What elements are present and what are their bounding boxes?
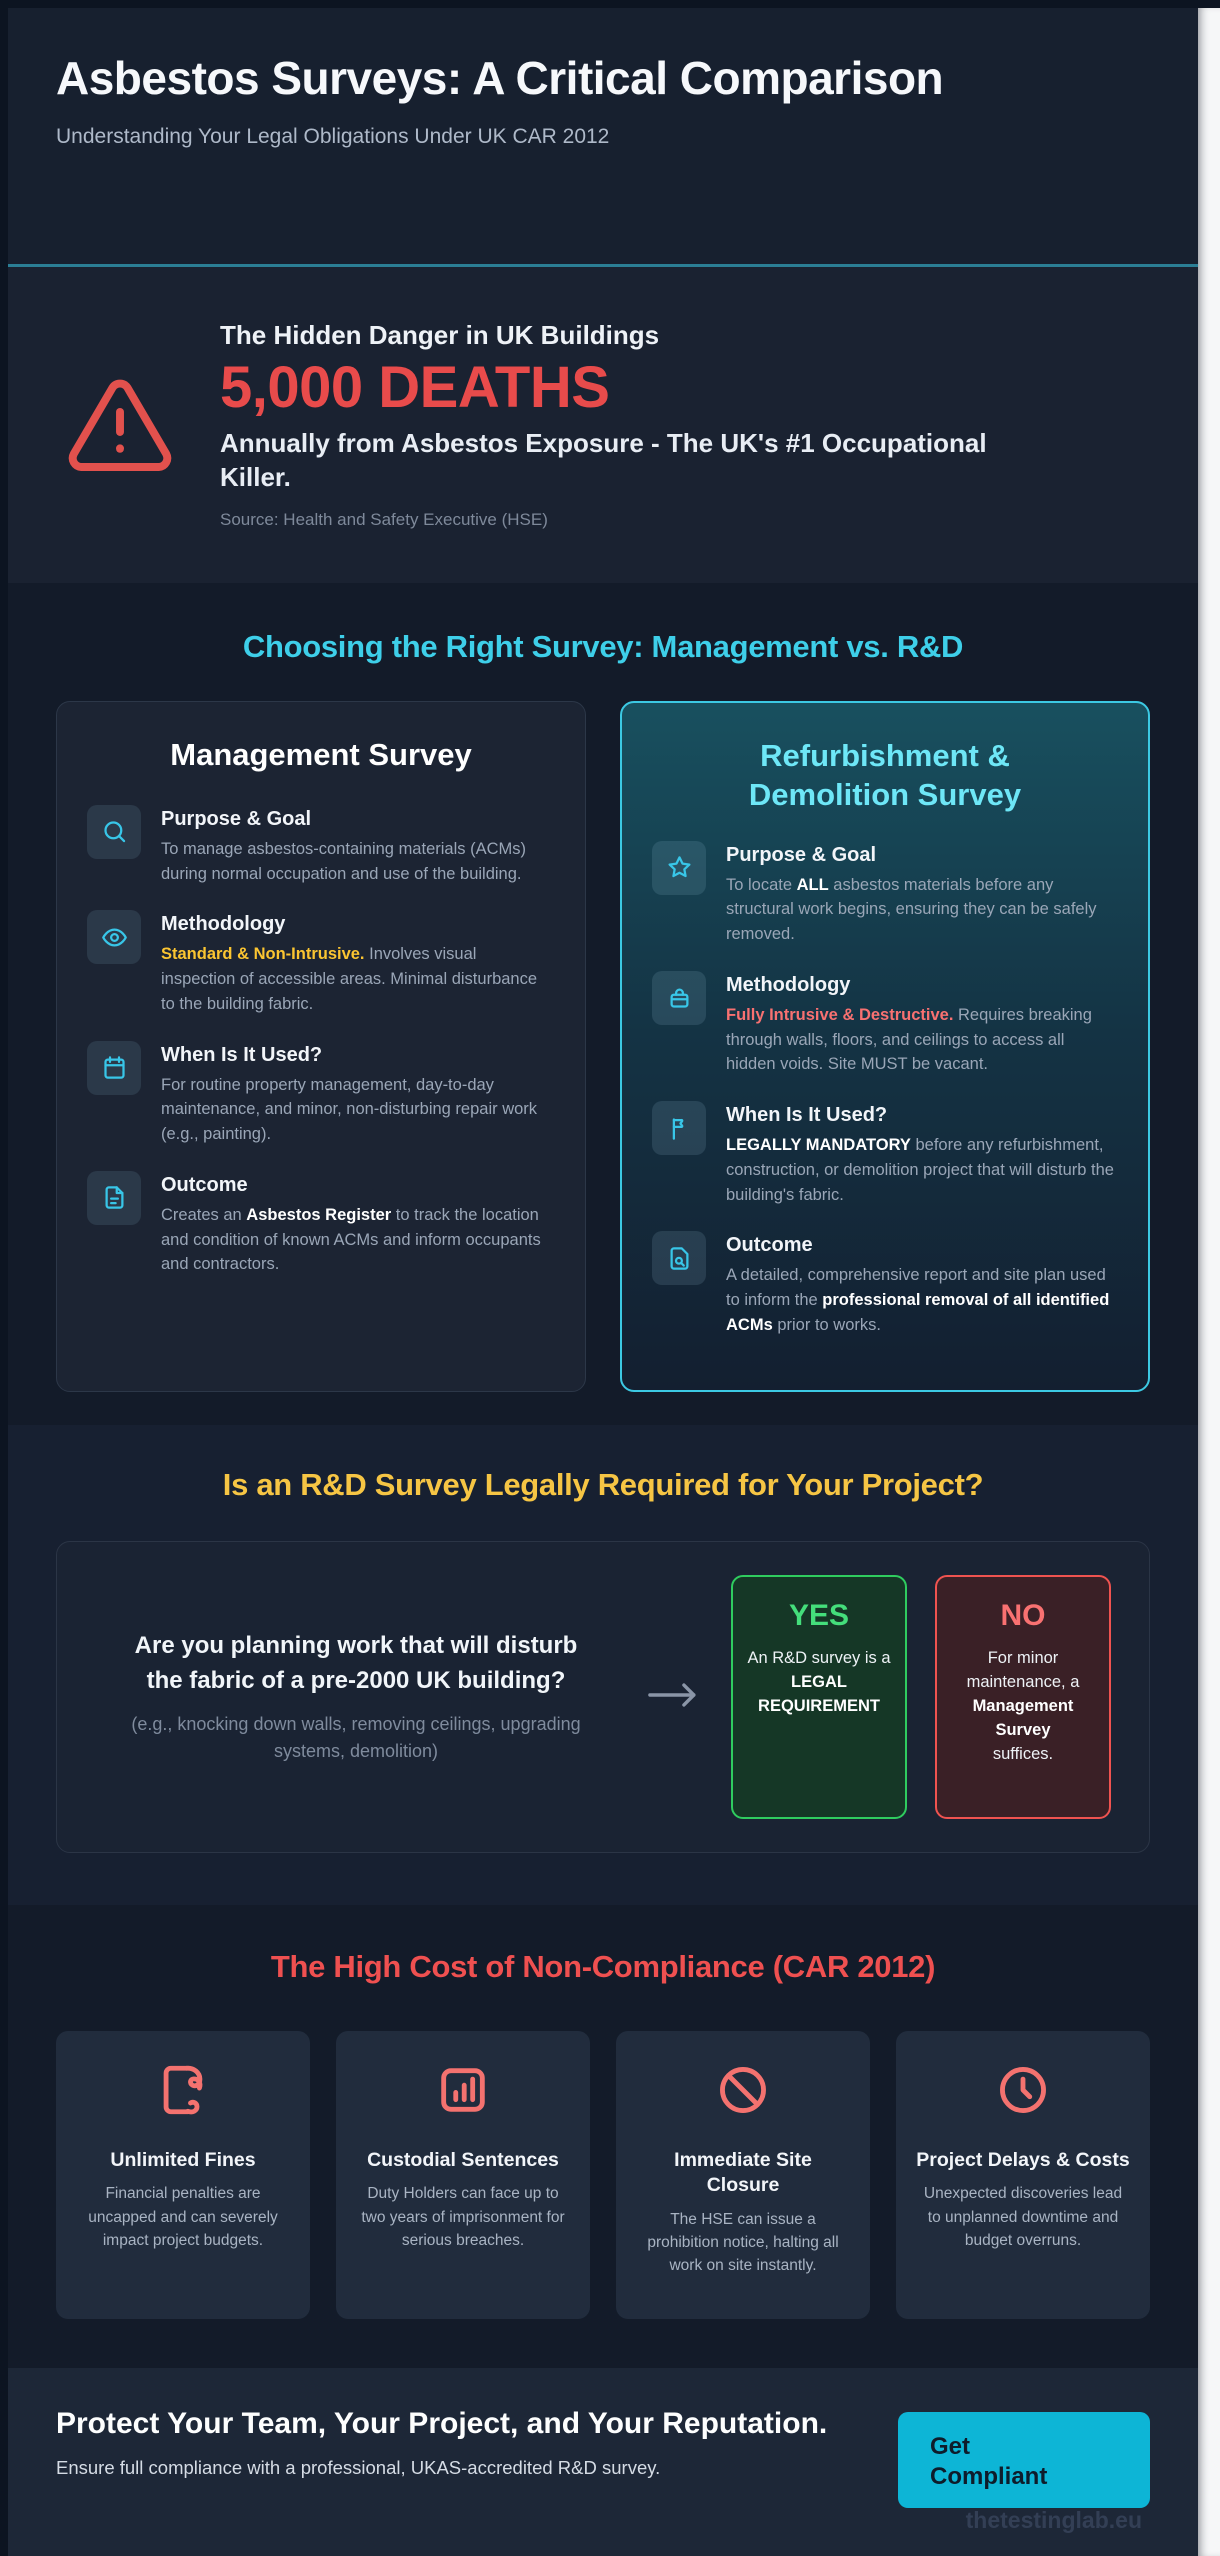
danger-stat: 5,000 DEATHS (220, 354, 610, 420)
yes-label: YES (788, 1599, 850, 1632)
clock-icon (916, 2061, 1130, 2124)
compliance-heading: The High Cost of Non-Compliance (CAR 201… (270, 1949, 936, 1984)
document-search-icon (652, 1231, 706, 1286)
no-outcome-card: NO For minor maintenance, a Management S… (935, 1575, 1111, 1819)
item-body: To manage asbestos-containing materials … (161, 839, 526, 883)
decision-box: Are you planning work that will disturb … (56, 1541, 1150, 1853)
no-body: For minor maintenance, a Management Surv… (966, 1649, 1080, 1763)
eye-icon (87, 910, 141, 965)
penalty-title: Unlimited Fines (110, 2149, 256, 2171)
item-body: A detailed, comprehensive report and sit… (726, 1266, 1110, 1334)
danger-source: Source: Health and Safety Executive (HSE… (220, 510, 548, 530)
danger-description: Annually from Asbestos Exposure - The UK… (220, 427, 987, 492)
item-body: For routine property management, day-to-… (161, 1075, 538, 1144)
page-background (1198, 8, 1220, 2556)
rd-card-title: Refurbishment & Demolition Survey (748, 738, 1022, 812)
page-top-edge (0, 0, 1220, 8)
management-item-when: When Is It Used? For routine property ma… (87, 1040, 555, 1147)
header: Asbestos Surveys: A Critical Comparison … (8, 8, 1198, 267)
item-body: LEGALLY MANDATORY before any refurbishme… (726, 1136, 1114, 1204)
page-title: Asbestos Surveys: A Critical Comparison (56, 52, 944, 104)
penalty-body: Financial penalties are uncapped and can… (88, 2185, 278, 2249)
management-item-purpose: Purpose & Goal To manage asbestos-contai… (87, 804, 555, 887)
calendar-icon (87, 1040, 141, 1095)
no-label: NO (1000, 1599, 1046, 1632)
management-card-title: Management Survey (170, 737, 472, 772)
footer-title: Protect Your Team, Your Project, and You… (56, 2407, 828, 2440)
decision-section: Is an R&D Survey Legally Required for Yo… (8, 1425, 1198, 1905)
flag-icon (652, 1101, 706, 1155)
toolbox-icon (652, 970, 706, 1025)
management-survey-card: Management Survey Purpose & Goal To mana… (56, 701, 586, 1392)
rd-survey-card: Refurbishment & Demolition Survey Purpos… (620, 701, 1150, 1392)
rd-item-outcome: Outcome A detailed, comprehensive report… (652, 1231, 1118, 1337)
watermark: thetestinglab.eu (965, 2507, 1142, 2533)
item-title: Methodology (161, 913, 286, 936)
right-arrow-icon (645, 1678, 703, 1717)
item-body: Creates an Asbestos Register to track th… (161, 1205, 541, 1274)
comparison-heading: Choosing the Right Survey: Management vs… (242, 629, 964, 664)
yes-body: An R&D survey is a LEGAL REQUIREMENT (747, 1649, 891, 1715)
rd-item-when: When Is It Used? LEGALLY MANDATORY befor… (652, 1101, 1118, 1207)
penalty-card-fines: Unlimited Fines Financial penalties are … (56, 2031, 310, 2319)
decision-question: Are you planning work that will disturb … (95, 1629, 617, 1765)
item-title: Purpose & Goal (161, 807, 312, 830)
penalty-card-closure: Immediate Site Closure The HSE can issue… (616, 2031, 870, 2319)
search-icon (87, 804, 141, 859)
star-icon (652, 840, 706, 895)
question-main: Are you planning work that will disturb … (134, 1632, 578, 1694)
penalty-card-custodial: Custodial Sentences Duty Holders can fac… (336, 2031, 590, 2319)
item-title: Methodology (726, 973, 851, 996)
item-body: Fully Intrusive & Destructive. Requires … (726, 1005, 1092, 1074)
management-item-methodology: Methodology Standard & Non-Intrusive. In… (87, 910, 555, 1016)
get-compliant-button[interactable]: Get Compliant (898, 2412, 1150, 2508)
danger-text: The Hidden Danger in UK Buildings 5,000 … (220, 320, 1000, 530)
footer: Protect Your Team, Your Project, and You… (8, 2368, 1198, 2556)
danger-heading: The Hidden Danger in UK Buildings (220, 319, 660, 350)
fine-document-icon (76, 2061, 290, 2124)
item-title: Outcome (161, 1173, 248, 1196)
rd-item-purpose: Purpose & Goal To locate ALL asbestos ma… (652, 840, 1118, 947)
rd-item-methodology: Methodology Fully Intrusive & Destructiv… (652, 970, 1118, 1077)
penalty-body: Unexpected discoveries lead to unplanned… (923, 2185, 1123, 2249)
penalty-body: Duty Holders can face up to two years of… (361, 2185, 565, 2249)
item-body: Standard & Non-Intrusive. Involves visua… (161, 945, 538, 1013)
comparison-section: Choosing the Right Survey: Management vs… (8, 583, 1198, 1425)
penalty-body: The HSE can issue a prohibition notice, … (647, 2210, 839, 2275)
page-subtitle: Understanding Your Legal Obligations Und… (56, 125, 610, 149)
document-icon (87, 1170, 141, 1225)
item-title: Outcome (726, 1234, 813, 1257)
infographic: Asbestos Surveys: A Critical Comparison … (0, 8, 1198, 2556)
footer-text: Protect Your Team, Your Project, and You… (56, 2404, 827, 2556)
management-item-outcome: Outcome Creates an Asbestos Register to … (87, 1170, 555, 1277)
compliance-section: The High Cost of Non-Compliance (CAR 201… (8, 1905, 1198, 2368)
prison-bars-icon (356, 2061, 570, 2124)
item-body: To locate ALL asbestos materials before … (726, 875, 1097, 944)
footer-subtitle: Ensure full compliance with a profession… (56, 2457, 661, 2478)
yes-outcome-card: YES An R&D survey is a LEGAL REQUIREMENT (731, 1575, 907, 1819)
penalty-title: Immediate Site Closure (674, 2149, 812, 2197)
item-title: Purpose & Goal (726, 843, 877, 866)
question-examples: (e.g., knocking down walls, removing cei… (131, 1713, 581, 1761)
item-title: When Is It Used? (726, 1104, 888, 1126)
item-title: When Is It Used? (161, 1043, 323, 1066)
penalty-card-delays: Project Delays & Costs Unexpected discov… (896, 2031, 1150, 2319)
ban-icon (636, 2061, 850, 2124)
decision-heading: Is an R&D Survey Legally Required for Yo… (222, 1467, 984, 1502)
danger-section: The Hidden Danger in UK Buildings 5,000 … (8, 267, 1198, 583)
warning-triangle-icon (64, 369, 176, 481)
penalty-title: Custodial Sentences (367, 2149, 559, 2171)
penalty-title: Project Delays & Costs (916, 2149, 1130, 2171)
